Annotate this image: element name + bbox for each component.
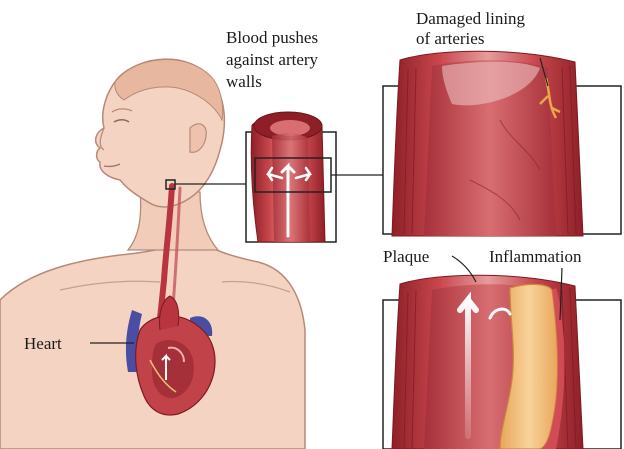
- label-blood-pushes: Blood pushes against artery walls: [226, 28, 322, 91]
- artery-inner-lumen: [272, 133, 310, 242]
- label-blood-pushes-line-2: against artery: [226, 50, 319, 69]
- artery-inset-middle: [246, 112, 336, 242]
- label-heart: Heart: [24, 334, 62, 353]
- label-blood-pushes-line-3: walls: [226, 72, 262, 91]
- label-damaged-lining-line-1: Damaged lining: [416, 9, 526, 28]
- label-blood-pushes-line-1: Blood pushes: [226, 28, 318, 47]
- artery-detail-bottom: [383, 256, 621, 449]
- human-figure: [0, 59, 305, 449]
- label-inflammation: Inflammation: [489, 247, 582, 266]
- label-plaque: Plaque: [383, 247, 429, 266]
- label-damaged-lining: Damaged lining of arteries: [416, 9, 529, 48]
- label-damaged-lining-line-2: of arteries: [416, 29, 484, 48]
- artery-detail-top: [383, 51, 621, 236]
